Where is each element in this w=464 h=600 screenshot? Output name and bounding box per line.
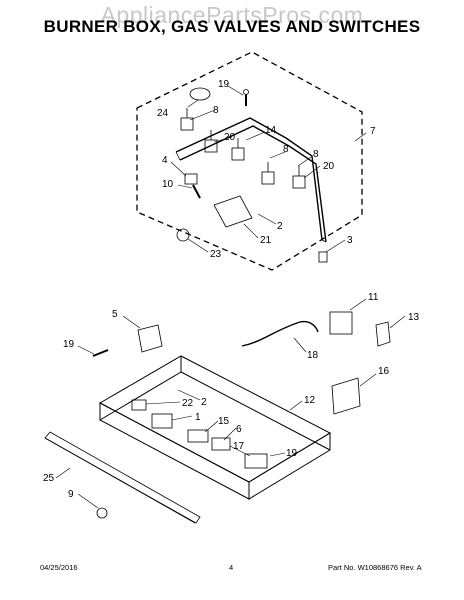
callout-19: 19 <box>286 448 298 459</box>
module-6 <box>211 437 231 451</box>
footer-date: 04/25/2016 <box>40 563 78 572</box>
valve-cap <box>189 87 211 101</box>
callout-20: 20 <box>323 161 335 172</box>
callout-8: 8 <box>213 105 219 116</box>
control-panel-strip-face <box>44 437 196 524</box>
callout-22: 22 <box>182 398 194 409</box>
module-15 <box>187 429 209 443</box>
gas-valve <box>180 108 306 189</box>
footer-part-number: Part No. W10868676 Rev. A <box>328 563 422 572</box>
control-panel-strip <box>44 431 201 524</box>
callout-3: 3 <box>347 235 353 246</box>
callout-14: 14 <box>265 125 277 136</box>
callout-25: 25 <box>43 473 55 484</box>
callout-17: 17 <box>233 441 245 452</box>
leader-lines <box>55 85 406 509</box>
bracket <box>184 173 198 185</box>
igniter-tube <box>241 320 319 347</box>
spark-module <box>329 311 353 335</box>
callout-4: 4 <box>162 155 168 166</box>
callout-19: 19 <box>218 79 230 90</box>
callout-23: 23 <box>210 249 222 260</box>
screw <box>92 349 109 357</box>
washer <box>176 228 190 242</box>
callout-10: 10 <box>162 179 174 190</box>
callout-6: 6 <box>236 424 242 435</box>
screw <box>243 89 249 106</box>
callout-24: 24 <box>157 108 169 119</box>
callout-15: 15 <box>218 416 230 427</box>
callout-20: 20 <box>224 132 236 143</box>
callout-2: 2 <box>277 221 283 232</box>
callout-1: 1 <box>195 412 201 423</box>
callout-9: 9 <box>68 489 74 500</box>
bracket <box>375 321 391 347</box>
callout-21: 21 <box>260 235 272 246</box>
module-22 <box>131 399 147 411</box>
knob-clip <box>96 507 108 519</box>
page-title: BURNER BOX, GAS VALVES AND SWITCHES <box>43 17 421 36</box>
callout-7: 7 <box>370 126 376 137</box>
callout-8: 8 <box>283 144 289 155</box>
gas-manifold <box>175 117 327 243</box>
orifice <box>318 251 328 263</box>
callout-5: 5 <box>112 309 118 320</box>
callout-2: 2 <box>201 397 207 408</box>
callout-8: 8 <box>313 149 319 160</box>
callout-16: 16 <box>378 366 390 377</box>
callout-11: 11 <box>368 292 379 303</box>
callout-19: 19 <box>63 339 75 350</box>
watermark: AppliancePartsPros.com <box>100 2 364 28</box>
module-17 <box>244 453 268 469</box>
switch-housing <box>331 377 361 415</box>
callout-13: 13 <box>408 312 420 323</box>
burner-base-tray <box>98 355 332 500</box>
module-1 <box>151 413 173 429</box>
switch-bracket <box>213 195 253 228</box>
mounting-bracket <box>137 324 163 353</box>
callout-18: 18 <box>307 350 319 361</box>
screw <box>192 184 201 199</box>
footer-page-number: 4 <box>229 563 234 572</box>
callout-12: 12 <box>304 395 316 406</box>
